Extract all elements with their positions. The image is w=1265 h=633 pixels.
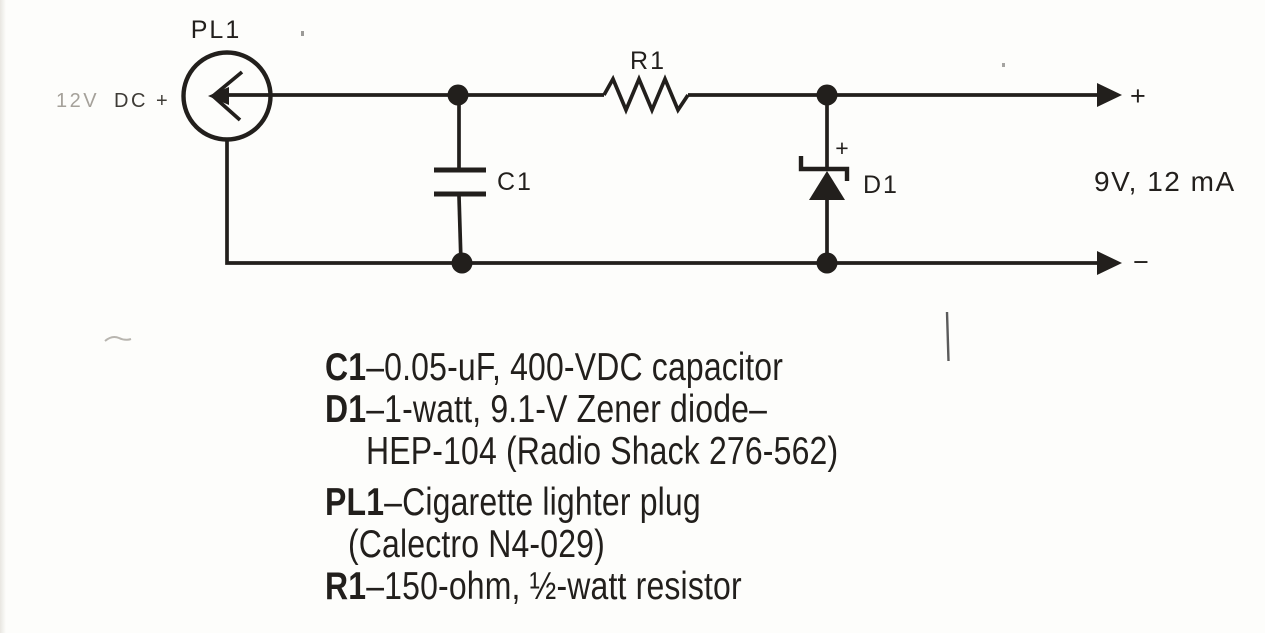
plug-arrow-tip (208, 87, 229, 105)
plug-ref-label: PL1 (191, 16, 241, 44)
resistor-symbol (602, 74, 690, 115)
diode-ref-label: D1 (863, 171, 899, 199)
part-ref: C1 (325, 346, 367, 389)
input-voltage-label: DC + (114, 90, 170, 112)
scan-line-artifact (945, 311, 950, 362)
resistor-ref-label: R1 (630, 47, 666, 75)
output-positive-label: + (1130, 81, 1146, 111)
output-positive-arrowhead (1097, 83, 1122, 107)
parts-list: C1–0.05-uF, 400-VDC capacitor D1–1-watt,… (325, 347, 838, 608)
parts-list-item-pl1: PL1–Cigarette lighter plug (325, 482, 838, 524)
bottom-wire (225, 139, 1098, 265)
parts-list-item-r1: R1–150-ohm, ½-watt resistor (325, 566, 838, 608)
scan-speck (301, 31, 304, 36)
part-desc: –Cigarette lighter plug (384, 481, 701, 524)
junction-dot (816, 84, 838, 106)
scan-squiggle-artifact (104, 336, 132, 342)
junction-dot (447, 84, 469, 106)
parts-list-item-d1-cont: HEP-104 (Radio Shack 276-562) (325, 431, 838, 473)
parts-list-item-d1: D1–1-watt, 9.1-V Zener diode– (325, 389, 838, 431)
parts-list-item-pl1-cont: (Calectro N4-029) (325, 524, 838, 566)
plug-symbol (181, 50, 273, 142)
diode-triangle (809, 171, 845, 200)
diode-polarity-label: + (835, 135, 848, 161)
junction-dot (816, 252, 838, 274)
scan-edge-artifact (0, 0, 6, 633)
part-desc: (Calectro N4-029) (347, 523, 605, 566)
capacitor-bottom-lead (457, 195, 463, 264)
part-desc: –150-ohm, ½-watt resistor (366, 565, 742, 608)
output-negative-label: − (1133, 247, 1149, 277)
part-desc: –0.05-uF, 400-VDC capacitor (366, 346, 784, 389)
parts-list-item-c1: C1–0.05-uF, 400-VDC capacitor (325, 347, 838, 389)
output-rating-label: 9V, 12 mA (1094, 166, 1236, 197)
junction-dot (451, 252, 473, 274)
zener-cathode-bar (798, 156, 850, 181)
part-ref: R1 (325, 565, 367, 608)
input-voltage-label-faint: 12V (56, 90, 99, 112)
part-desc: HEP-104 (Radio Shack 276-562) (366, 430, 839, 473)
part-ref: PL1 (325, 481, 385, 524)
output-negative-arrowhead (1097, 251, 1122, 275)
scan-speck (1002, 63, 1005, 67)
part-desc: –1-watt, 9.1-V Zener diode– (366, 388, 768, 431)
capacitor-ref-label: C1 (497, 168, 533, 196)
part-ref: D1 (325, 388, 367, 431)
